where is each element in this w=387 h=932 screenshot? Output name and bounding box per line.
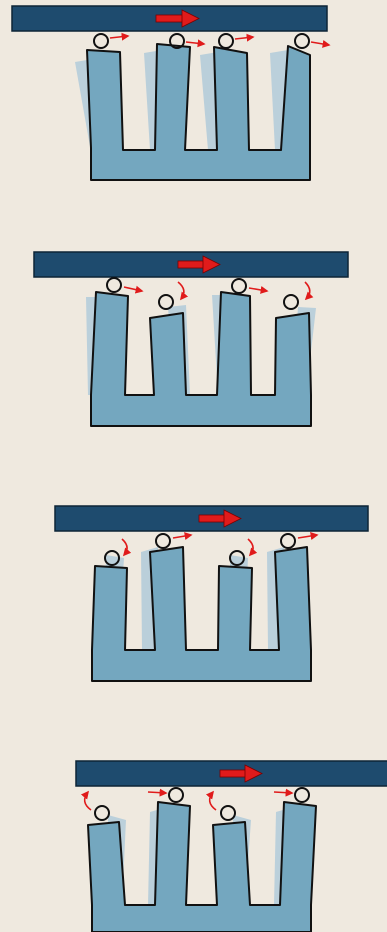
finger-ghosts xyxy=(108,807,293,905)
slip-arrow-right xyxy=(123,285,144,294)
slip-arrow-right xyxy=(297,532,319,540)
bar-direction-arrow xyxy=(155,9,200,28)
comb-body xyxy=(91,546,312,682)
bar-direction-arrow xyxy=(177,255,221,274)
bar-direction-arrow xyxy=(198,509,242,528)
finger-ghosts xyxy=(104,547,284,650)
pivot-circle xyxy=(218,33,234,49)
slip-arrow-curl xyxy=(80,790,92,811)
pivot-circle xyxy=(294,787,310,803)
slip-arrow-right xyxy=(147,788,168,797)
pivot-circle xyxy=(220,805,236,821)
frame-3 xyxy=(54,505,369,682)
contact-arrows xyxy=(109,32,331,48)
slip-arrow-right xyxy=(310,40,331,48)
slip-arrow-curl xyxy=(121,538,132,557)
pivot-circle xyxy=(104,550,120,566)
pivot-circle xyxy=(93,33,109,49)
contact-arrows xyxy=(121,532,319,557)
slip-arrow-right xyxy=(172,532,193,540)
slip-arrow-curl xyxy=(177,281,189,301)
frame-4 xyxy=(75,760,387,932)
comb-body xyxy=(87,801,317,932)
slip-arrow-right xyxy=(185,39,206,48)
pivot-circle xyxy=(106,277,122,293)
contact-pivots xyxy=(106,277,299,310)
slip-arrow-right xyxy=(234,33,255,42)
slip-arrow-curl xyxy=(247,538,258,557)
contact-arrows xyxy=(123,281,314,301)
pivot-circle xyxy=(283,294,299,310)
pivot-circle xyxy=(231,278,247,294)
frame-2 xyxy=(33,251,349,427)
slip-arrow-right xyxy=(273,788,294,797)
slip-arrow-curl xyxy=(304,281,314,301)
comb-body xyxy=(86,43,311,181)
pivot-circle xyxy=(229,550,245,566)
contact-pivots xyxy=(94,787,310,821)
contact-arrows xyxy=(80,788,294,811)
pivot-circle xyxy=(155,533,171,549)
pivot-circle xyxy=(294,33,310,49)
contact-pivots xyxy=(104,533,296,566)
frame-1 xyxy=(11,5,331,181)
pivot-circle xyxy=(158,294,174,310)
bar-direction-arrow xyxy=(219,764,263,783)
slip-arrow-right xyxy=(248,286,269,294)
slip-arrow-curl xyxy=(205,790,217,811)
pivot-circle xyxy=(94,805,110,821)
pivot-circle xyxy=(169,33,185,49)
pivot-circle xyxy=(168,787,184,803)
contact-pivots xyxy=(93,33,310,49)
pivot-circle xyxy=(280,533,296,549)
slip-arrow-right xyxy=(109,32,130,41)
comb-body xyxy=(90,291,312,427)
